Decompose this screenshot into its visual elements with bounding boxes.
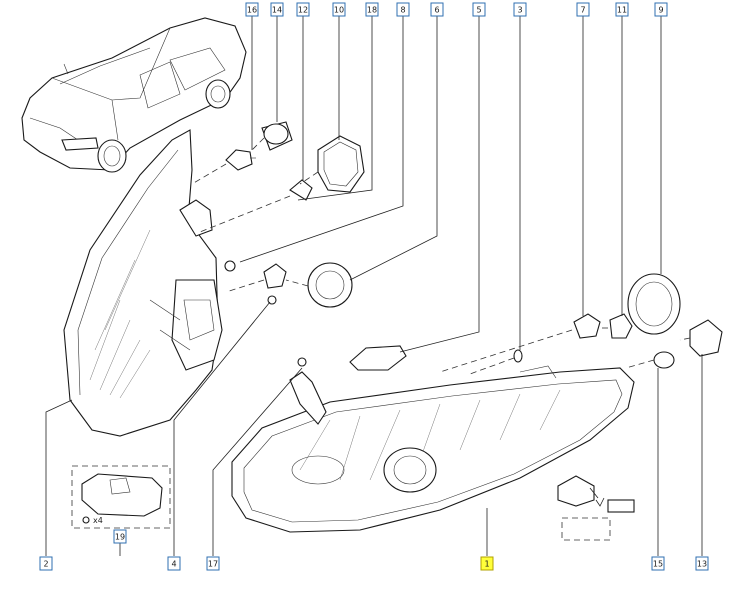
assembly-lines [191, 137, 691, 375]
car-illustration [21, 17, 247, 173]
svg-text:17: 17 [208, 560, 218, 569]
svg-text:16: 16 [247, 6, 257, 15]
bulb-holder-7 [573, 313, 601, 339]
svg-text:1: 1 [484, 560, 489, 569]
callout-1: 1 [480, 556, 494, 571]
svg-text:15: 15 [653, 560, 663, 569]
callout-8: 8 [396, 2, 410, 17]
headlamp-rear-view [63, 129, 223, 437]
svg-text:4: 4 [171, 560, 176, 569]
callout-2: 2 [39, 556, 53, 571]
svg-text:10: 10 [334, 6, 344, 15]
bulb-3 [513, 349, 523, 363]
svg-text:3: 3 [517, 6, 522, 15]
callout-18: 18 [365, 2, 379, 17]
callout-4: 4 [167, 556, 181, 571]
callout-7: 7 [576, 2, 590, 17]
svg-text:13: 13 [697, 560, 707, 569]
callout-17: 17 [206, 556, 220, 571]
svg-text:5: 5 [476, 6, 481, 15]
callout-10: 10 [332, 2, 346, 17]
svg-text:6: 6 [434, 6, 439, 15]
callout-16: 16 [245, 2, 259, 17]
cap-9 [627, 273, 681, 335]
svg-text:7: 7 [580, 6, 585, 15]
leader-lines [45, 16, 703, 556]
callout-13: 13 [695, 556, 709, 571]
callout-9: 9 [654, 2, 668, 17]
svg-text:12: 12 [298, 6, 308, 15]
cap-6 [307, 262, 353, 308]
bulb-16 [225, 149, 256, 171]
bulb-holder-8 [224, 260, 287, 305]
svg-text:8: 8 [400, 6, 405, 15]
cap-10 [317, 135, 365, 193]
svg-text:9: 9 [658, 6, 663, 15]
bulb-holder-14 [261, 121, 293, 151]
callout-6: 6 [430, 2, 444, 17]
callout-5: 5 [472, 2, 486, 17]
callout-11: 11 [615, 2, 629, 17]
bulb-15 [557, 351, 675, 541]
socket-12 [289, 179, 313, 201]
svg-text:18: 18 [367, 6, 377, 15]
svg-text:14: 14 [272, 6, 282, 15]
holder-13 [689, 319, 723, 357]
cover-5 [349, 345, 407, 371]
bulb-holder-11 [609, 313, 633, 339]
module-19: x4 [71, 465, 171, 529]
svg-text:2: 2 [43, 560, 48, 569]
headlamp-front-unit [231, 357, 635, 533]
callout-14: 14 [270, 2, 284, 17]
callout-12: 12 [296, 2, 310, 17]
callout-15: 15 [651, 556, 665, 571]
quantity-label: x4 [93, 516, 103, 525]
svg-text:19: 19 [115, 533, 125, 542]
callout-19: 19 [113, 529, 127, 544]
svg-text:11: 11 [617, 6, 627, 15]
callout-3: 3 [513, 2, 527, 17]
